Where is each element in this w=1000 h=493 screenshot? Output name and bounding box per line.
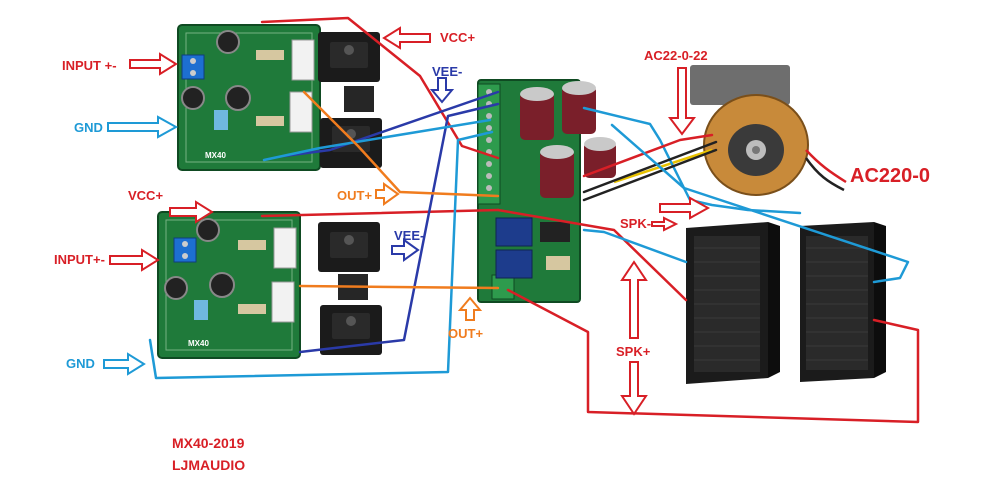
label-ac-primary: AC220-0 [850,165,930,187]
wire-ac-secondary-red [582,133,714,178]
label-vcc-top: VCC+ [440,30,475,45]
arrow-vcc-top-icon [382,26,431,50]
arrow-input-bottom-icon [109,248,160,272]
label-input-bottom: INPUT+- [54,252,105,267]
arrow-vcc-bottom-icon [169,200,214,224]
board-silk-bottom: MX40 [188,339,209,348]
label-gnd-bottom: GND [66,356,95,371]
wire-vee-top [282,90,500,158]
wire-out-top [302,90,500,198]
wire-vcc-bottom [260,208,500,218]
arrow-spk-plus-up-icon [620,260,648,339]
arrow-input-top-icon [129,52,178,76]
wire-ac-secondary-black [582,148,718,202]
power-protection-board [477,79,616,303]
footer-brand: LJMAUDIO [172,457,245,473]
label-ac-secondary: AC22-0-22 [644,48,708,63]
amp-board-top: MX40 [177,24,382,171]
board-silk-top: MX40 [205,151,226,160]
speaker-left [686,222,780,384]
arrow-out-top-icon [375,182,400,206]
wire-spk-minus-right [610,123,910,284]
arrow-out-bottom-icon [457,296,483,321]
wire-spk-plus [506,288,920,424]
wire-gnd-bottom [148,130,494,380]
filter-capacitor [520,81,616,198]
arrow-ac-secondary-icon [668,67,696,136]
toroidal-transformer [613,65,847,196]
arrow-gnd-bottom-icon [103,352,146,376]
footer-model: MX40-2019 [172,435,245,451]
label-vee-bottom: VEE- [394,228,424,243]
amp-board-bottom: MX40 [157,211,382,359]
wire-out-bottom [298,284,500,290]
arrow-vee-bottom-icon [391,238,420,262]
arrow-vee-top-icon [429,77,455,104]
label-vcc-bottom: VCC+ [128,188,163,203]
arrow-spk-minus-icon [659,196,711,220]
arrow-gnd-top-icon [107,115,179,139]
arrow-spk-plus-down-icon [620,361,648,416]
label-input-top: INPUT +- [62,58,117,73]
arrows [103,26,711,416]
label-gnd-top: GND [74,120,103,135]
wire-vee-bottom [298,102,500,354]
speaker-right [800,222,886,382]
label-out-top: OUT+ [337,188,372,203]
wire-vcc-top [260,16,500,160]
label-spk-plus: SPK+ [616,344,651,359]
labels: VCC+ INPUT +- GND VEE- OUT+ VCC+ INPUT+-… [54,30,930,473]
label-spk-minus: SPK- [620,216,651,231]
wire-gnd-top [262,118,492,162]
label-vee-top: VEE- [432,64,462,79]
label-out-bottom: OUT+ [448,326,483,341]
